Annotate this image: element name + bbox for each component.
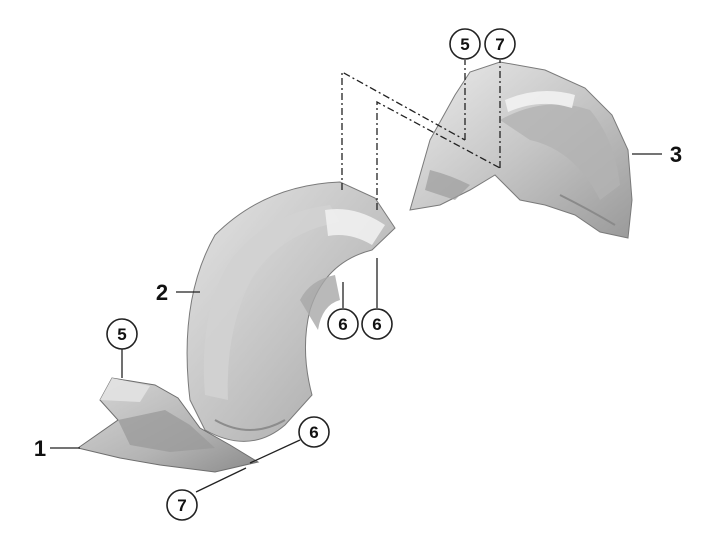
- callout-5-left: 5: [106, 318, 138, 350]
- callout-5-top: 5: [449, 28, 481, 60]
- part-number-2: 2: [156, 280, 168, 305]
- callout-5-top-label: 5: [460, 35, 469, 54]
- part-number-3: 3: [670, 142, 682, 167]
- leader-lines: [50, 153, 662, 493]
- callout-6-bottom-label: 6: [309, 423, 318, 442]
- alignment-lines: [341, 60, 501, 210]
- callout-7-bottom-label: 7: [177, 496, 186, 515]
- callout-6-bottom: 6: [298, 416, 330, 448]
- callout-6-center-b: 6: [361, 308, 393, 340]
- callout-7-top: 7: [484, 28, 516, 60]
- callout-6-center-b-label: 6: [372, 315, 381, 334]
- part-2-wheel-arch-liner: [186, 181, 396, 442]
- part-3-wheel-arch-liner: [409, 61, 633, 239]
- callout-6-center-a-label: 6: [338, 315, 347, 334]
- callout-7-bottom: 7: [166, 489, 198, 521]
- callout-7-top-label: 7: [495, 35, 504, 54]
- part-1-lower-cover: [76, 377, 260, 473]
- part-number-1: 1: [34, 436, 46, 461]
- callout-6-center-a: 6: [327, 308, 359, 340]
- callout-5-left-label: 5: [117, 325, 126, 344]
